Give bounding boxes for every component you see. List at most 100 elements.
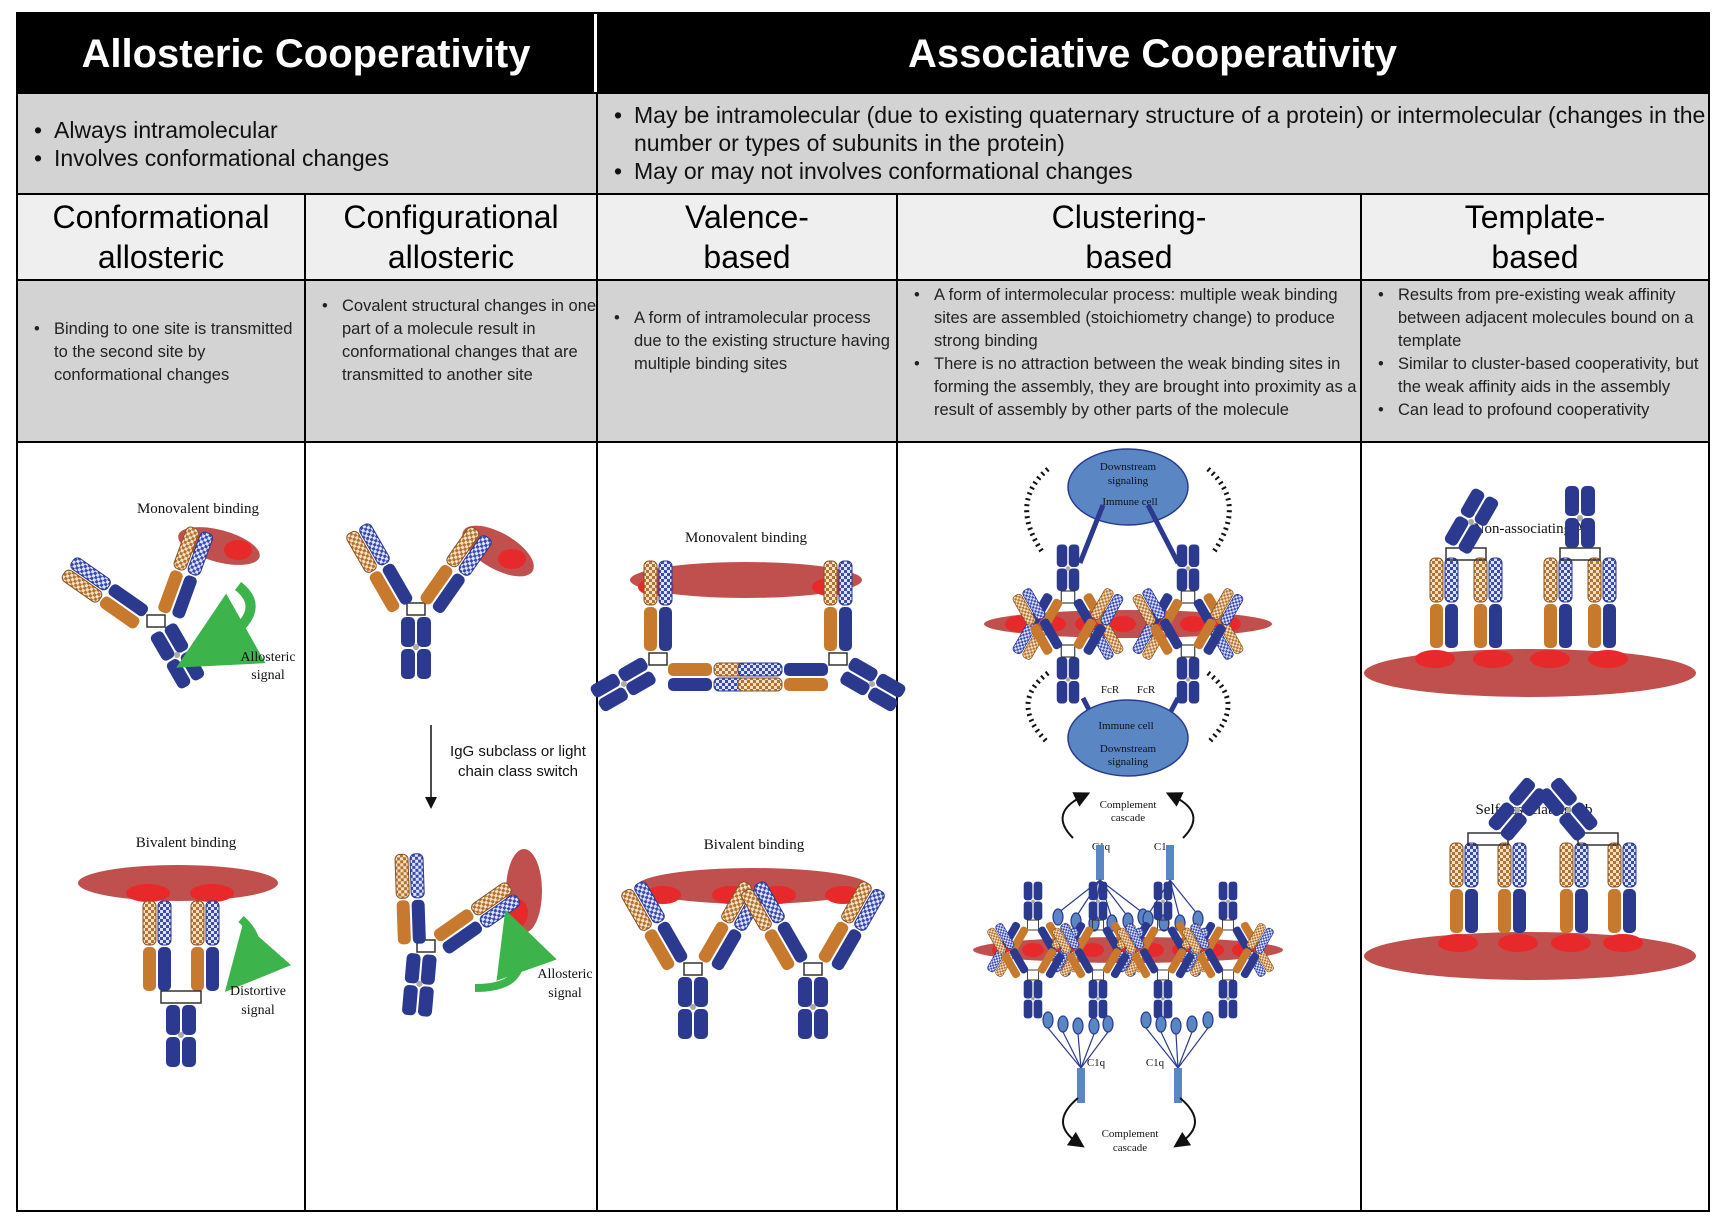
- column-title-line: based: [703, 239, 791, 275]
- column-title-line: based: [1085, 239, 1173, 275]
- epitope: [498, 549, 526, 569]
- complement-arrow: [1061, 792, 1091, 839]
- antibody-icon: [737, 560, 908, 713]
- fc-receptor: [1077, 504, 1106, 564]
- signaling-dots: [1206, 467, 1232, 555]
- grid-line: [18, 279, 1708, 281]
- column-title-line: Template-: [1464, 199, 1606, 235]
- description-bullet: Binding to one site is transmitted to th…: [34, 318, 304, 387]
- antigen-ellipse: [78, 865, 278, 901]
- signaling-dots: [1025, 671, 1050, 745]
- c1q-complex: [1052, 845, 1204, 932]
- bivalent-binding-label: Bivalent binding: [704, 837, 805, 853]
- class-switch-label: chain class switch: [458, 763, 578, 780]
- associative-summary: May be intramolecular (due to existing q…: [598, 94, 1708, 193]
- fcr-label: FcR: [1101, 684, 1120, 696]
- epitope: [1180, 616, 1206, 632]
- description-bullet: There is no attraction between the weak …: [914, 353, 1364, 422]
- non-associating-label: Non-associating Ab: [1474, 521, 1593, 537]
- bivalent-binding-label: Bivalent binding: [136, 835, 237, 851]
- column-title-valence: Valence-based: [598, 195, 896, 279]
- description-bullet: A form of intermolecular process: multip…: [914, 284, 1364, 353]
- epitope: [1438, 934, 1478, 952]
- header-divider: [594, 14, 597, 94]
- downstream-label: signaling: [1108, 756, 1149, 768]
- description-configurational: Covalent structural changes in one part …: [306, 281, 596, 441]
- antibody-icon: [1543, 486, 1617, 649]
- description-conformational: Binding to one site is transmitted to th…: [18, 281, 304, 441]
- description-template: Results from pre-existing weak affinity …: [1362, 281, 1708, 441]
- template-surface: [1364, 649, 1696, 697]
- grid-line: [18, 441, 1708, 443]
- signaling-dots: [1206, 671, 1231, 745]
- allosteric-signal-label: Allosteric: [537, 967, 592, 982]
- column-title-line: based: [1491, 239, 1579, 275]
- antigen-ellipse: [630, 562, 862, 598]
- distortive-signal-label: signal: [241, 1003, 275, 1018]
- description-bullet: Can lead to profound cooperativity: [1378, 399, 1714, 422]
- fc-receptor: [1145, 503, 1181, 565]
- immune-cell: [1067, 699, 1189, 777]
- epitope: [1110, 616, 1136, 632]
- epitope: [1603, 934, 1643, 952]
- column-title-line: Configurational: [343, 199, 559, 235]
- fcr-label: FcR: [1137, 684, 1156, 696]
- epitope: [1415, 650, 1455, 668]
- complement-label: Complement: [1102, 1128, 1159, 1140]
- summary-bullet: Always intramolecular: [34, 116, 594, 144]
- allosteric-summary: Always intramolecular Involves conformat…: [18, 94, 596, 193]
- antibody-icon: [588, 560, 759, 713]
- grid-line: [18, 193, 1708, 195]
- downstream-label: Downstream: [1100, 461, 1157, 473]
- distortive-arrow: [224, 916, 292, 993]
- grid-line: [596, 94, 598, 1210]
- antibody-icon: [59, 525, 215, 691]
- grid-line: [1360, 195, 1362, 1210]
- column-title-clustering: Clustering-based: [898, 195, 1360, 279]
- antibody-icon: [1536, 775, 1637, 934]
- summary-bullet: Involves conformational changes: [34, 144, 594, 172]
- allosteric-arrow: [474, 909, 557, 992]
- description-bullet: A form of intramolecular process due to …: [614, 307, 894, 376]
- antibody-icon: [1449, 775, 1550, 934]
- c1q-label: C1q: [1087, 1057, 1106, 1069]
- antibody-icon: [1429, 486, 1503, 649]
- column-title-line: allosteric: [387, 239, 515, 275]
- conformational-figure: Monovalent binding Allosteric signal Biv…: [59, 501, 296, 1067]
- antibody-icon: [142, 900, 220, 1067]
- allosteric-header-text: Allosteric Cooperativity: [81, 31, 531, 76]
- template-figure: Non-associating Ab Self-associating Ab: [1364, 486, 1696, 980]
- epitope: [126, 884, 170, 902]
- description-bullet: Results from pre-existing weak affinity …: [1378, 284, 1714, 353]
- description-bullet: Similar to cluster-based cooperativity, …: [1378, 353, 1714, 399]
- allosteric-header: Allosteric Cooperativity: [18, 14, 594, 94]
- complement-arrow: [1062, 1097, 1085, 1148]
- complement-label: cascade: [1113, 1142, 1147, 1154]
- grid-line: [304, 195, 306, 1210]
- epitope: [224, 540, 252, 560]
- allosteric-arrow: [176, 582, 266, 668]
- downstream-label: Downstream: [1100, 743, 1157, 755]
- summary-bullet: May or may not involves conformational c…: [614, 157, 1709, 185]
- epitope: [1022, 943, 1044, 957]
- distortive-signal-label: Distortive: [230, 984, 286, 999]
- epitope: [1082, 943, 1104, 957]
- epitope: [190, 884, 234, 902]
- antigen-ellipse: [637, 868, 869, 904]
- immune-cell: [1067, 448, 1189, 526]
- complement-label: cascade: [1111, 812, 1145, 824]
- clustering-figure: Downstream signaling Immune cell FcR FcR: [973, 448, 1283, 1154]
- column-title-configurational: Configurational allosteric: [306, 195, 596, 279]
- class-switch-label: IgG subclass or light: [450, 743, 587, 760]
- configurational-figure: IgG subclass or light chain class switch…: [344, 521, 593, 1018]
- epitope: [1498, 934, 1538, 952]
- immune-cell-label: Immune cell: [1102, 496, 1157, 508]
- associative-header-text: Associative Cooperativity: [907, 31, 1398, 76]
- immune-cell-label: Immune cell: [1098, 720, 1153, 732]
- antibody-icon: [344, 521, 494, 679]
- epitope: [1530, 650, 1570, 668]
- complement-arrow: [1165, 792, 1195, 839]
- complement-arrow: [1173, 1097, 1196, 1148]
- column-title-line: Clustering-: [1051, 199, 1207, 235]
